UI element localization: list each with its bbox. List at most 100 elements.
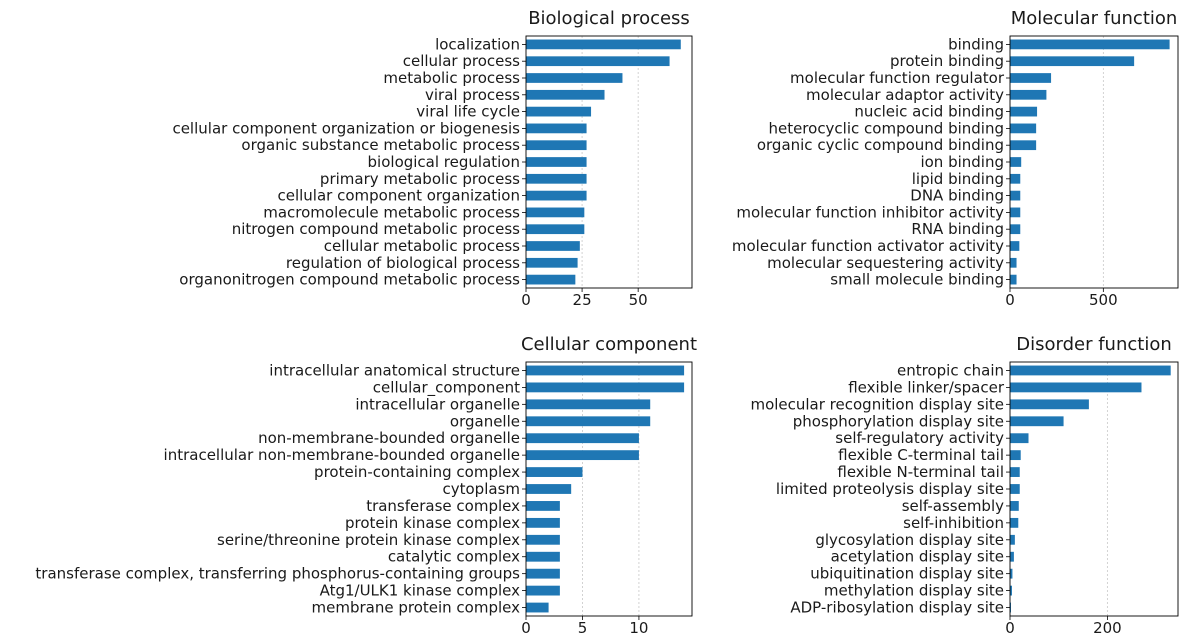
chart-disorder-function-category-label: glycosylation display site [815,531,1004,549]
chart-cellular-component-bar-intracellular-anatomical-structure [526,365,685,376]
chart-biological-process-axes-frame [525,35,693,289]
chart-molecular-function-category-label: molecular function activator activity [732,237,1004,255]
chart-cellular-component-bar-transferase-complex-transferring-phosphorus-containing-groups [526,568,560,579]
chart-biological-process-bar-organic-substance-metabolic-process [526,140,587,151]
chart-disorder-function-bar-entropic-chain [1010,365,1171,376]
chart-disorder-function-bar-self-assembly [1010,501,1019,511]
chart-molecular-function-category-label: protein binding [890,52,1004,70]
chart-biological-process-category-label: localization [435,35,520,53]
chart-molecular-function-bar-heterocyclic-compound-binding [1010,123,1037,134]
chart-molecular-function-category-label: ion binding [920,153,1004,171]
chart-cellular-component-bar-transferase-complex [526,501,560,511]
chart-biological-process-category-label: macromolecule metabolic process [263,203,520,221]
chart-cellular-component-bar-cytoplasm [526,484,572,494]
chart-disorder-function-category-label: acetylation display site [831,548,1004,566]
chart-biological-process-category-label: nitrogen compound metabolic process [232,220,520,238]
chart-biological-process-category-label: regulation of biological process [286,254,520,272]
chart-disorder-function-category-label: ADP-ribosylation display site [790,599,1004,617]
chart-biological-process-xtick-label: 25 [573,291,592,309]
chart-cellular-component-bar-catalytic-complex [526,551,560,562]
chart-cellular-component-category-label: transferase complex [366,497,520,515]
chart-biological-process-category-label: biological regulation [368,153,520,171]
chart-cellular-component-title: Cellular component [521,334,697,355]
chart-disorder-function-xtick-label: 200 [1093,619,1122,634]
chart-biological-process-bar-macromolecule-metabolic-process [526,207,585,218]
chart-biological-process-category-label: organonitrogen compound metabolic proces… [179,271,520,289]
chart-cellular-component-category-label: non-membrane-bounded organelle [258,429,520,447]
chart-disorder-function-bar-limited-proteolysis-display-site [1010,484,1020,494]
chart-molecular-function-category-label: organic cyclic compound binding [757,136,1004,154]
chart-cellular-component-axes-frame [525,361,693,617]
chart-cellular-component-category-label: catalytic complex [388,548,520,566]
chart-disorder-function-title: Disorder function [1016,334,1172,355]
chart-disorder-function-bar-glycosylation-display-site [1010,534,1015,545]
chart-disorder-function-category-label: self-regulatory activity [835,429,1004,447]
chart-disorder-function-bar-flexible-linker-spacer [1010,382,1142,393]
chart-cellular-component-category-label: membrane protein complex [312,599,521,617]
chart-cellular-component-bar-intracellular-non-membrane-bounded-organelle [526,450,639,461]
chart-cellular-component-category-label: protein kinase complex [345,514,520,532]
chart-biological-process-xtick-label: 0 [521,291,531,309]
chart-disorder-function-axes-frame [1009,361,1179,617]
chart-molecular-function-bar-small-molecule-binding [1010,274,1017,285]
chart-molecular-function-bar-molecular-function-activator-activity [1010,241,1020,251]
chart-disorder-function-bar-acetylation-display-site [1010,551,1014,562]
chart-cellular-component-bar-atg1-ulk1-kinase-complex [526,585,560,596]
chart-disorder-function-category-label: methylation display site [824,582,1004,600]
chart-disorder-function-bar-self-regulatory-activity [1010,433,1029,444]
chart-molecular-function-category-label: heterocyclic compound binding [768,119,1004,137]
chart-molecular-function-xtick-label: 500 [1089,291,1118,309]
chart-molecular-function-category-label: molecular function inhibitor activity [736,203,1004,221]
chart-biological-process-bar-cellular-component-organization [526,190,587,201]
chart-disorder-function-bar-self-inhibition [1010,517,1019,528]
chart-disorder-function-bar-phosphorylation-display-site [1010,416,1064,427]
chart-molecular-function-bar-organic-cyclic-compound-binding [1010,140,1037,151]
chart-molecular-function-bar-nucleic-acid-binding [1010,106,1038,117]
chart-biological-process-category-label: cellular metabolic process [324,237,520,255]
chart-biological-process-bar-regulation-of-biological-process [526,257,578,268]
chart-cellular-component-category-label: organelle [450,412,520,430]
chart-molecular-function-category-label: nucleic acid binding [854,103,1004,121]
chart-molecular-function-bar-molecular-function-regulator [1010,73,1052,83]
chart-biological-process-bar-localization [526,39,681,50]
chart-disorder-function-category-label: flexible N-terminal tail [837,463,1004,481]
chart-molecular-function-bar-binding [1010,39,1170,50]
chart-molecular-function-bar-rna-binding [1010,224,1021,235]
chart-disorder-function-category-label: ubiquitination display site [810,565,1004,583]
chart-molecular-function-category-label: DNA binding [910,187,1004,205]
chart-cellular-component-bar-organelle [526,416,651,427]
chart-cellular-component-category-label: intracellular non-membrane-bounded organ… [164,446,520,464]
chart-biological-process-category-label: organic substance metabolic process [241,136,520,154]
chart-cellular-component-bar-protein-kinase-complex [526,517,560,528]
chart-disorder-function-category-label: self-inhibition [903,514,1004,532]
chart-molecular-function-bar-dna-binding [1010,190,1021,201]
chart-cellular-component-bar-cellular-component [526,382,685,393]
chart-cellular-component: intracellular anatomical structurecellul… [35,334,697,634]
chart-molecular-function-bar-molecular-sequestering-activity [1010,257,1017,268]
chart-biological-process-bar-primary-metabolic-process [526,173,587,184]
chart-cellular-component-xtick-label: 0 [521,619,531,634]
chart-disorder-function-category-label: self-assembly [902,497,1004,515]
chart-molecular-function-category-label: binding [948,35,1004,53]
chart-biological-process-xtick-label: 50 [629,291,648,309]
chart-disorder-function-category-label: flexible linker/spacer [848,378,1005,396]
chart-cellular-component-bar-serine-threonine-protein-kinase-complex [526,534,560,545]
chart-cellular-component-category-label: protein-containing complex [314,463,520,481]
chart-biological-process-bar-cellular-process [526,56,670,67]
chart-cellular-component-category-label: intracellular anatomical structure [269,361,520,379]
chart-cellular-component-bar-protein-containing-complex [526,467,583,477]
chart-molecular-function-title: Molecular function [1011,8,1178,29]
chart-disorder-function-bar-methylation-display-site [1010,585,1012,596]
chart-molecular-function-bar-molecular-adaptor-activity [1010,89,1047,100]
chart-disorder-function-category-label: phosphorylation display site [793,412,1004,430]
chart-cellular-component-bar-non-membrane-bounded-organelle [526,433,639,444]
chart-cellular-component-category-label: intracellular organelle [355,395,520,413]
chart-molecular-function-bar-lipid-binding [1010,173,1021,184]
chart-biological-process-bar-biological-regulation [526,157,587,167]
chart-biological-process-category-label: cellular process [403,52,520,70]
chart-biological-process-bar-cellular-metabolic-process [526,241,580,251]
